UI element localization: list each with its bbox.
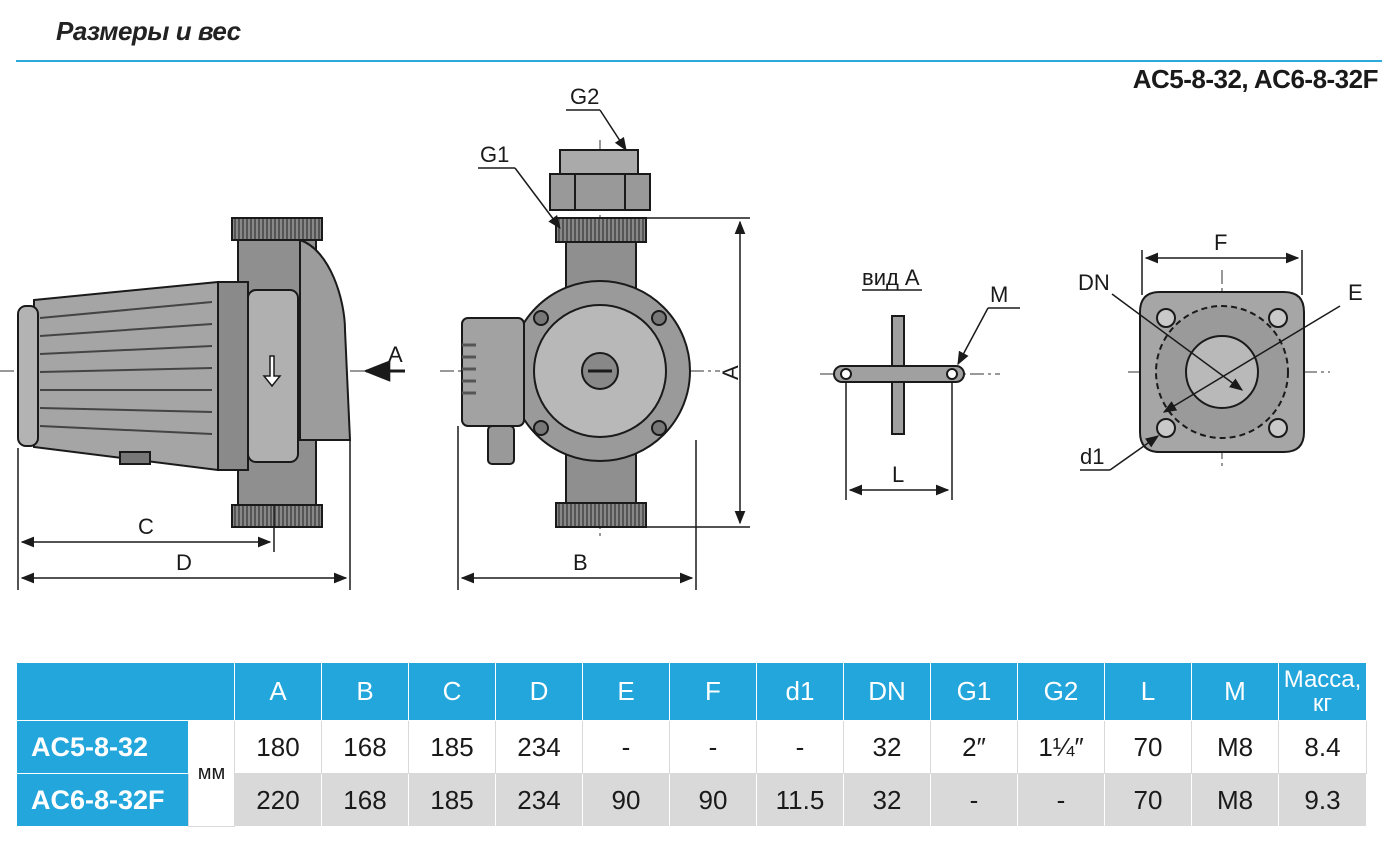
column-header: C [408,662,496,721]
specifications-table: A B C D E F d1 DN G1 G2 L M Масса, кг AC… [16,662,1367,827]
view-a-label: вид А [862,265,920,290]
dim-b-label: B [573,550,588,575]
column-header: d1 [756,662,844,721]
dimension-b [457,426,697,590]
table-cell: 185 [408,773,496,827]
table-cell: - [930,773,1018,827]
table-cell: - [669,720,757,774]
table-cell: M8 [1191,720,1279,774]
dim-f-label: F [1214,230,1227,255]
column-header: A [234,662,322,721]
view-a [820,315,1000,435]
table-cell: 234 [495,720,583,774]
flange-view [1128,270,1330,470]
mass-cell: 9.3 [1278,773,1367,827]
e-callout [1162,305,1341,413]
dimension-l [845,382,953,500]
table-cell: 1¼″ [1017,720,1105,774]
column-header: F [669,662,757,721]
bottom-thread [231,504,323,528]
column-header: E [582,662,670,721]
dn-callout [1111,293,1244,391]
mass-cell: 8.4 [1278,720,1367,774]
dim-d-label: D [176,550,192,575]
top-thread [231,217,323,241]
arrow-a-label: A [388,342,403,367]
m-label: M [990,282,1008,307]
table-cell: 70 [1104,720,1192,774]
side-view [0,217,400,528]
column-header: M [1191,662,1279,721]
g1-callout [478,167,561,230]
model-heading: AC5-8-32, AC6-8-32F [1132,64,1379,94]
table-cell: - [582,720,670,774]
table-cell: 220 [234,773,322,827]
dim-c-label: C [138,514,154,539]
m-callout [957,307,1020,366]
table-cell: 11.5 [756,773,844,827]
dimension-d [20,440,351,590]
model-name: AC6-8-32F [16,773,189,827]
column-header: DN [843,662,931,721]
dn-label: DN [1078,270,1110,295]
model-name: AC5-8-32 [16,720,189,774]
table-cell: 2″ [930,720,1018,774]
table-cell: 90 [582,773,670,827]
table-cell: - [1017,773,1105,827]
table-cell: 70 [1104,773,1192,827]
table-cell: M8 [1191,773,1279,827]
table-header-row: A B C D E F d1 DN G1 G2 L M Масса, кг [16,662,1367,721]
technical-drawing: A C D [0,84,1363,590]
g2-label: G2 [570,84,599,109]
d1-label: d1 [1080,444,1104,469]
table-row: AC5-8-32 мм 180 168 185 234 - - - 32 2″ … [16,720,1367,827]
table-cell: 180 [234,720,322,774]
table-cell: 90 [669,773,757,827]
g2-callout [566,109,627,152]
column-header: G2 [1017,662,1105,721]
front-view [440,140,720,540]
table-cell: 234 [495,773,583,827]
front-bottom-thread [555,502,647,528]
front-top-thread [555,217,647,243]
dimension-a [646,217,750,528]
e-label: E [1348,280,1363,305]
table-cell: - [756,720,844,774]
column-header: D [495,662,583,721]
dim-l-label: L [892,462,904,487]
table-cell: 168 [321,720,409,774]
dim-a-label: A [718,365,743,380]
title-divider [16,60,1382,62]
table-cell: 32 [843,720,931,774]
column-header: B [321,662,409,721]
g1-label: G1 [480,142,509,167]
table-cell: 168 [321,773,409,827]
header-corner [16,662,235,721]
d1-callout [1080,435,1160,471]
mass-column-header: Масса, кг [1278,662,1367,721]
dimension-c [17,448,275,590]
page-title: Размеры и вес [56,16,241,46]
column-header: G1 [930,662,1018,721]
table-cell: 32 [843,773,931,827]
table-row: AC6-8-32F 220 168 185 234 90 90 11.5 32 … [16,773,1367,827]
table-cell: 185 [408,720,496,774]
dimension-f [1141,250,1303,295]
view-a-arrow: A [363,342,405,382]
unit-cell: мм [188,720,235,827]
column-header: L [1104,662,1192,721]
